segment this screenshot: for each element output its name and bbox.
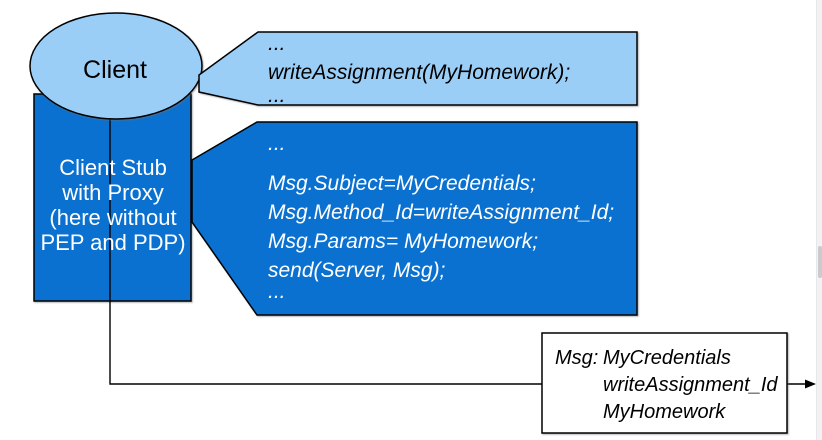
scrollbar-thumb[interactable] (818, 246, 822, 278)
client-code-line: writeAssignment(MyHomework); (268, 61, 570, 84)
client-code-text: ... writeAssignment(MyHomework); ... (268, 32, 570, 107)
message-box-line: MyHomework (603, 401, 726, 423)
client-stub-label-line: (here without (49, 205, 176, 230)
client-stub-label-line: PEP and PDP) (40, 230, 185, 255)
message-box-line: MyCredentials (603, 347, 731, 369)
scrollbar-track[interactable] (816, 0, 822, 440)
stub-code-line: Msg.Method_Id=writeAssignment_Id; (268, 201, 614, 224)
stub-code-line: Msg.Params= MyHomework; (268, 230, 538, 253)
client-stub-label-line: Client Stub (59, 155, 167, 180)
client-label: Client (83, 56, 147, 84)
client-stub-label: Client Stub with Proxy (here without PEP… (40, 155, 185, 255)
flow-arrowhead-icon (805, 379, 816, 389)
client-code-line: ... (268, 32, 286, 55)
stub-code-line: send(Server, Msg); (268, 259, 446, 282)
client-code-line: ... (268, 84, 286, 107)
client-ellipse (29, 12, 203, 120)
message-box-text: Msg: MyCredentials writeAssignment_Id My… (555, 347, 778, 423)
stub-code-line: ... (268, 132, 286, 155)
message-box-label: Msg: (555, 347, 598, 369)
stub-code-text: ... Msg.Subject=MyCredentials; Msg.Metho… (268, 132, 614, 303)
client-stub-box (33, 93, 192, 302)
message-box (541, 332, 788, 434)
client-stub-label-line: with Proxy (61, 180, 163, 205)
client-code-callout (198, 31, 638, 106)
stub-code-line: Msg.Subject=MyCredentials; (268, 172, 536, 195)
message-box-line: writeAssignment_Id (603, 374, 778, 396)
stub-code-callout (191, 121, 638, 316)
stub-code-line: ... (268, 280, 286, 303)
